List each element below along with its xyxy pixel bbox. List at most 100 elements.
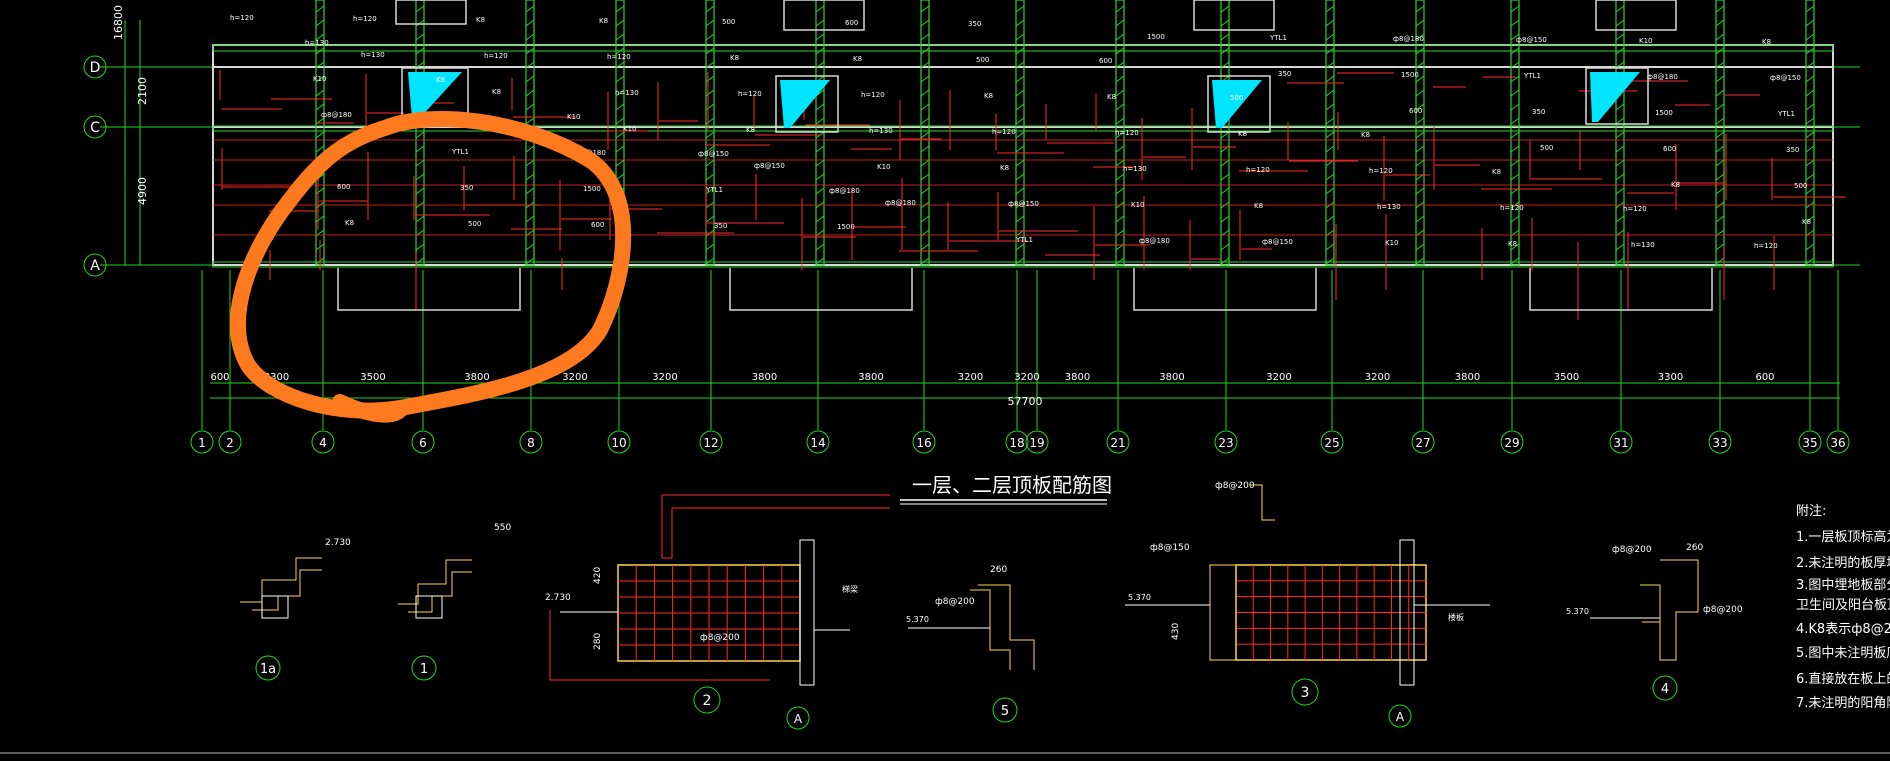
s4-rebar: ф8@200: [1612, 545, 1652, 555]
section-5: [908, 584, 1035, 670]
plan-tag: ф8@180: [885, 199, 916, 207]
s2-elev: 2.730: [545, 593, 571, 603]
section-4-label: 4: [1661, 682, 1669, 697]
s5-elev: 5.370: [906, 615, 929, 624]
plan-tag: 600: [591, 221, 604, 229]
plan-tag: 500: [722, 18, 735, 26]
plan-tag: h=120: [992, 128, 1016, 136]
plan-tag: K10: [567, 113, 581, 121]
note-1: 1.一层板顶标高为2.73: [1796, 530, 1890, 545]
col-axis-19: 19: [1029, 436, 1044, 450]
col-axis-27: 27: [1415, 436, 1430, 450]
col-axis-29: 29: [1504, 436, 1519, 450]
col-axis-bubble: [1320, 430, 1344, 454]
plan-tag: 1500: [837, 223, 855, 231]
col-axis-bubble: [607, 430, 631, 454]
plan-tag: ф8@150: [698, 150, 729, 158]
drawing-title: 一层、二层顶板配筋图: [912, 473, 1112, 497]
span-dim: 3500: [360, 372, 385, 383]
span-dim: 3800: [1455, 372, 1480, 383]
col-axis-bubble: [1826, 430, 1850, 454]
s2-label: 梯梁: [842, 584, 858, 594]
note-3b: 卫生间及阳台板顶标高: [1796, 598, 1890, 613]
section-1: [398, 559, 472, 619]
plan-tag: K8: [345, 219, 354, 227]
plan-tag: K8: [1671, 181, 1680, 189]
plan-tag: h=120: [861, 91, 885, 99]
plan-tag: K8: [1107, 93, 1116, 101]
section-2-label: 2: [703, 693, 712, 709]
plan-tag: 500: [1794, 182, 1807, 190]
col-axis-25: 25: [1324, 436, 1339, 450]
s3-dim-430: 430: [1171, 623, 1181, 640]
plan-tag: h=120: [1246, 166, 1270, 174]
col-axis-bubble: [806, 430, 830, 454]
plan-tag: K8: [1254, 202, 1263, 210]
col-axis-12: 12: [703, 436, 718, 450]
plan-tag: K8: [853, 55, 862, 63]
col-axis-16: 16: [916, 436, 931, 450]
col-axis-bubble: [1708, 430, 1732, 454]
span-dim: 3800: [1065, 372, 1090, 383]
column-grid-lines: [201, 270, 1839, 430]
plan-tag: h=120: [1115, 129, 1139, 137]
plan-tag: K8: [1361, 131, 1370, 139]
plan-tag: 600: [1409, 107, 1422, 115]
note-6: 6.直接放在板上的墙体: [1796, 672, 1890, 687]
span-dim: 3200: [562, 372, 587, 383]
plan-tag: h=120: [1623, 205, 1647, 213]
col-axis-bubble: [411, 430, 435, 454]
section-3-axis: A: [1396, 710, 1405, 724]
plan-tag: h=130: [1631, 241, 1655, 249]
plan-tag: ф8@150: [1008, 200, 1039, 208]
span-dim: 3200: [1266, 372, 1291, 383]
span-dim: 600: [1755, 372, 1774, 383]
plan-tag: ф8@180: [321, 111, 352, 119]
plan-tag: 500: [1540, 144, 1553, 152]
plan-tag: K10: [1639, 37, 1653, 45]
section-1-label: 1: [420, 662, 428, 677]
plan-tag: h=120: [353, 15, 377, 23]
plan-tag: h=120: [1369, 167, 1393, 175]
s4-rebar-2: ф8@200: [1703, 605, 1743, 615]
plan-tag: K8: [1762, 38, 1771, 46]
plan-tag: K8: [492, 88, 501, 96]
plan-tag: 350: [714, 222, 727, 230]
title-leaders: [661, 494, 890, 559]
plan-tag: h=120: [1754, 242, 1778, 250]
col-axis-31: 31: [1613, 436, 1628, 450]
plan-tag: YTL1: [1777, 110, 1795, 118]
plan-tag: 600: [845, 19, 858, 27]
row-axis-bubbles: [83, 55, 107, 277]
plan-tag: K8: [476, 16, 485, 24]
plan-tag: 350: [1532, 108, 1545, 116]
balconies: [337, 268, 1713, 311]
plan-tag: YTL1: [451, 148, 469, 156]
section-1a-label: 1a: [260, 662, 276, 677]
note-7: 7.未注明的阳角附加筋: [1796, 696, 1890, 711]
s3-rebar: ф8@200: [1215, 481, 1255, 491]
plan-tag: 350: [1786, 146, 1799, 154]
span-dim: 3200: [958, 372, 983, 383]
s2-rebar: ф8@200: [700, 633, 740, 643]
section-4: [1590, 559, 1699, 661]
s1a-elev: 2.730: [325, 538, 351, 548]
col-axis-35: 35: [1802, 436, 1817, 450]
plan-tag: 1500: [1655, 109, 1673, 117]
plan-tag: YTL1: [1015, 236, 1033, 244]
span-dim: 3300: [264, 372, 289, 383]
plan-tag: h=120: [738, 90, 762, 98]
plan-tag: K8: [1238, 130, 1247, 138]
plan-tag: K8: [1508, 240, 1517, 248]
plan-tag: ф8@150: [1770, 74, 1801, 82]
plan-tag: ф8@180: [1139, 237, 1170, 245]
notes-title: 附注:: [1796, 504, 1827, 519]
note-2: 2.未注明的板厚均为1: [1796, 556, 1890, 571]
section-2-axis: A: [794, 712, 803, 726]
left-dim-1: 16800: [112, 5, 125, 40]
plan-tag: 1500: [1401, 71, 1419, 79]
plan-tag: K8: [746, 126, 755, 134]
col-axis-33: 33: [1712, 436, 1727, 450]
plan-tag: ф8@150: [754, 162, 785, 170]
s5-rebar: ф8@200: [935, 597, 975, 607]
